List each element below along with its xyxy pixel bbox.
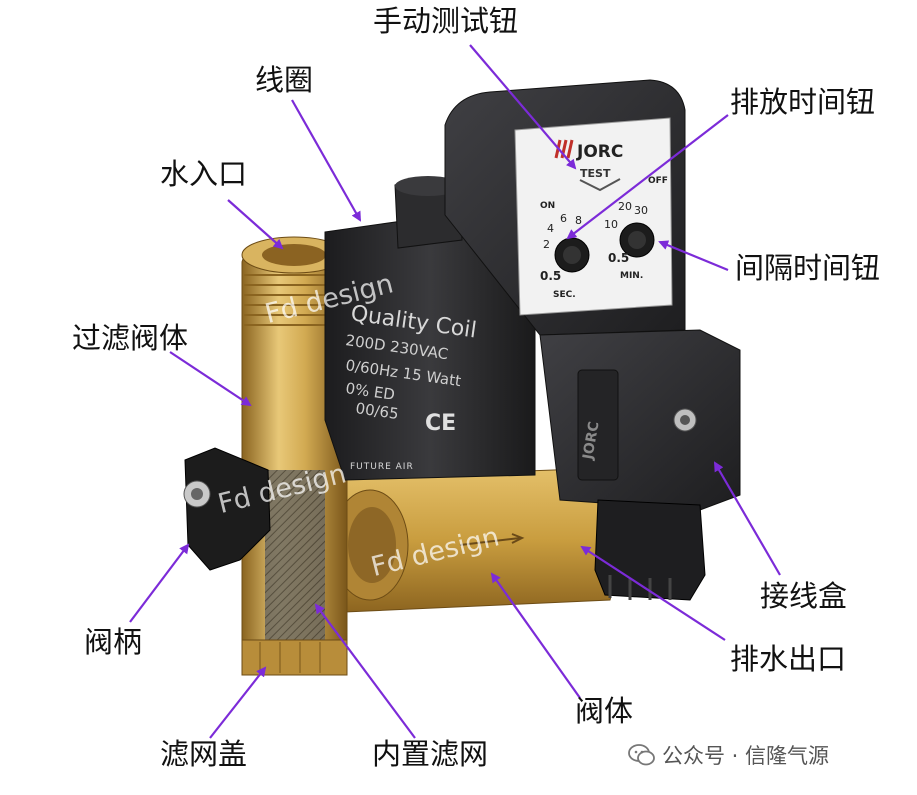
box-brand-label: JORC — [580, 420, 603, 461]
watermark-sub: FUTURE AIR — [350, 462, 414, 472]
min-scale-20: 20 — [618, 200, 632, 213]
min-min-value: 0.5 — [608, 251, 629, 265]
min-scale-10: 10 — [604, 218, 618, 231]
test-label: TEST — [580, 167, 611, 180]
label-valve-body: 阀体 — [575, 694, 634, 728]
arrow-junction-box — [713, 461, 781, 576]
wechat-source: 公众号 · 信隆气源 — [628, 740, 829, 770]
arrow-filter-cap — [209, 666, 267, 739]
arrow-internal-filter — [314, 603, 416, 739]
label-internal-filter: 内置滤网 — [372, 737, 489, 771]
min-label: MIN. — [620, 271, 643, 281]
on-label: ON — [540, 201, 555, 211]
arrow-drain-outlet — [580, 545, 726, 641]
brand-label: JORC — [576, 142, 623, 162]
label-manual-test-button: 手动测试钮 — [373, 4, 519, 38]
label-water-inlet: 水入口 — [160, 157, 248, 191]
interval-time-knob[interactable]: 10 20 30 0.5 MIN. — [604, 200, 655, 281]
sec-scale-8: 8 — [575, 214, 582, 227]
arrow-discharge-knob — [566, 114, 729, 240]
off-label: OFF — [648, 176, 668, 186]
jorc-logo: JORC — [554, 139, 623, 162]
label-valve-handle: 阀柄 — [84, 625, 143, 659]
coil-text-5: 00/65 — [354, 399, 399, 423]
label-filter-valve-body: 过滤阀体 — [72, 321, 189, 355]
sec-scale-4: 4 — [547, 222, 554, 235]
sec-label: SEC. — [553, 290, 576, 300]
sec-min-value: 0.5 — [540, 269, 561, 283]
valve-handle — [183, 447, 271, 571]
source-text: 公众号 · 信隆气源 — [662, 744, 830, 768]
wechat-icon — [628, 744, 655, 766]
leader-arrows — [129, 44, 781, 739]
arrow-valve-handle — [129, 543, 190, 623]
sec-scale-2: 2 — [543, 238, 550, 251]
arrow-filter-body — [169, 351, 252, 407]
junction-box: JORC — [539, 329, 741, 601]
arrow-water-inlet — [227, 199, 284, 250]
arrow-manual-test — [469, 44, 577, 170]
arrow-valve-body — [490, 572, 581, 699]
ce-mark: CE — [425, 411, 456, 436]
label-interval-time-knob: 间隔时间钮 — [735, 251, 881, 285]
label-junction-box: 接线盒 — [760, 579, 848, 613]
label-coil: 线圈 — [255, 63, 314, 97]
min-scale-30: 30 — [634, 204, 648, 217]
arrow-interval-knob — [658, 240, 729, 272]
label-filter-cap: 滤网盖 — [160, 737, 248, 771]
arrow-coil — [291, 99, 361, 222]
label-discharge-time-knob: 排放时间钮 — [730, 85, 876, 119]
label-drain-outlet: 排水出口 — [730, 642, 847, 676]
sec-scale-6: 6 — [560, 212, 567, 225]
timer-housing: JORC TEST ON OFF 2 4 6 8 0.5 SEC. 10 20 … — [444, 79, 686, 336]
filter-valve-body — [241, 236, 348, 676]
